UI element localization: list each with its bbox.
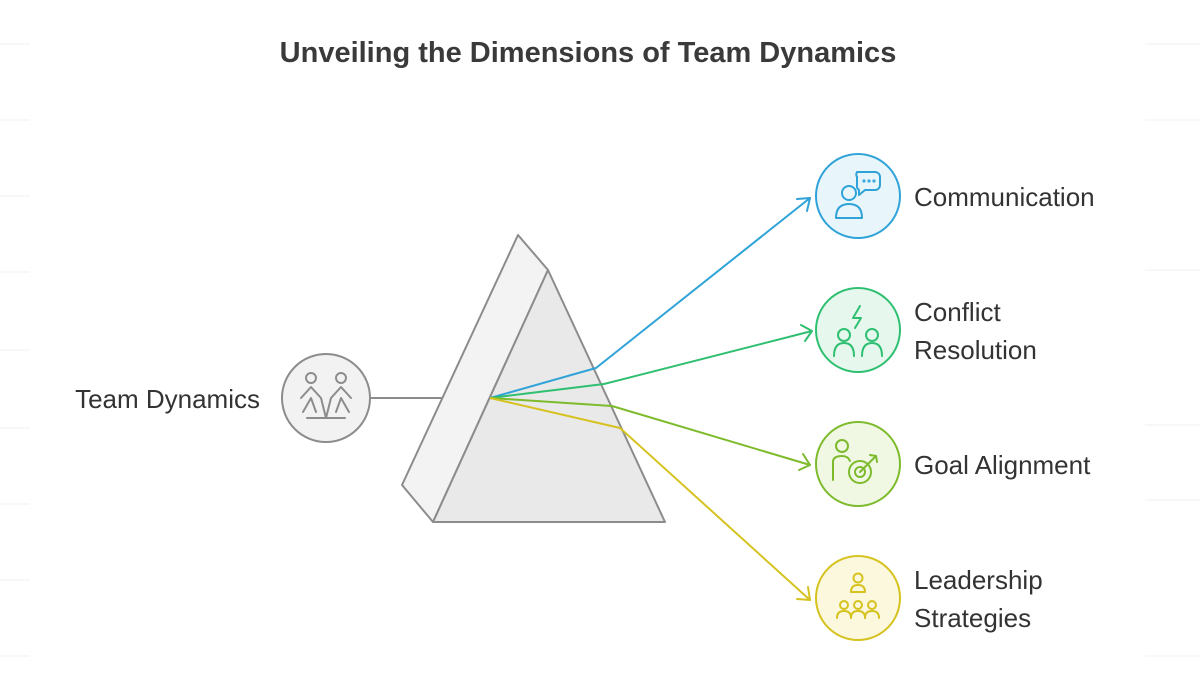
inner-rays	[489, 367, 621, 429]
leadership-strategies-circle	[815, 555, 901, 641]
communication-label: Communication	[914, 182, 1095, 212]
chat-person-icon	[835, 171, 881, 219]
target-person-icon	[832, 439, 878, 484]
prism	[401, 234, 666, 523]
source-label: Team Dynamics	[75, 384, 260, 414]
output-communication	[815, 153, 901, 239]
output-conflict-resolution	[815, 287, 901, 373]
conflict-resolution-circle	[815, 287, 901, 373]
communication-circle	[815, 153, 901, 239]
goal-alignment-label: Goal Alignment	[914, 450, 1091, 480]
team-people-icon	[300, 372, 352, 419]
ray-goal-alignment	[611, 405, 811, 471]
conflict-resolution-label: Conflict Resolution	[914, 297, 1037, 365]
output-leadership-strategies	[815, 555, 901, 641]
ray-leadership-strategies	[619, 427, 811, 601]
goal-alignment-circle	[815, 421, 901, 507]
source-node	[281, 353, 371, 443]
prism-front-face	[432, 269, 666, 523]
background-rules	[0, 43, 1200, 657]
source-circle	[281, 353, 371, 443]
ray-communication	[595, 197, 811, 369]
ray-conflict-resolution	[603, 324, 813, 385]
conflict-people-icon	[833, 305, 883, 357]
output-goal-alignment	[815, 421, 901, 507]
page-title: Unveiling the Dimensions of Team Dynamic…	[280, 37, 897, 69]
leader-group-icon	[836, 572, 880, 619]
outer-rays	[595, 197, 813, 601]
leadership-strategies-label: Leadership Strategies	[914, 565, 1050, 633]
